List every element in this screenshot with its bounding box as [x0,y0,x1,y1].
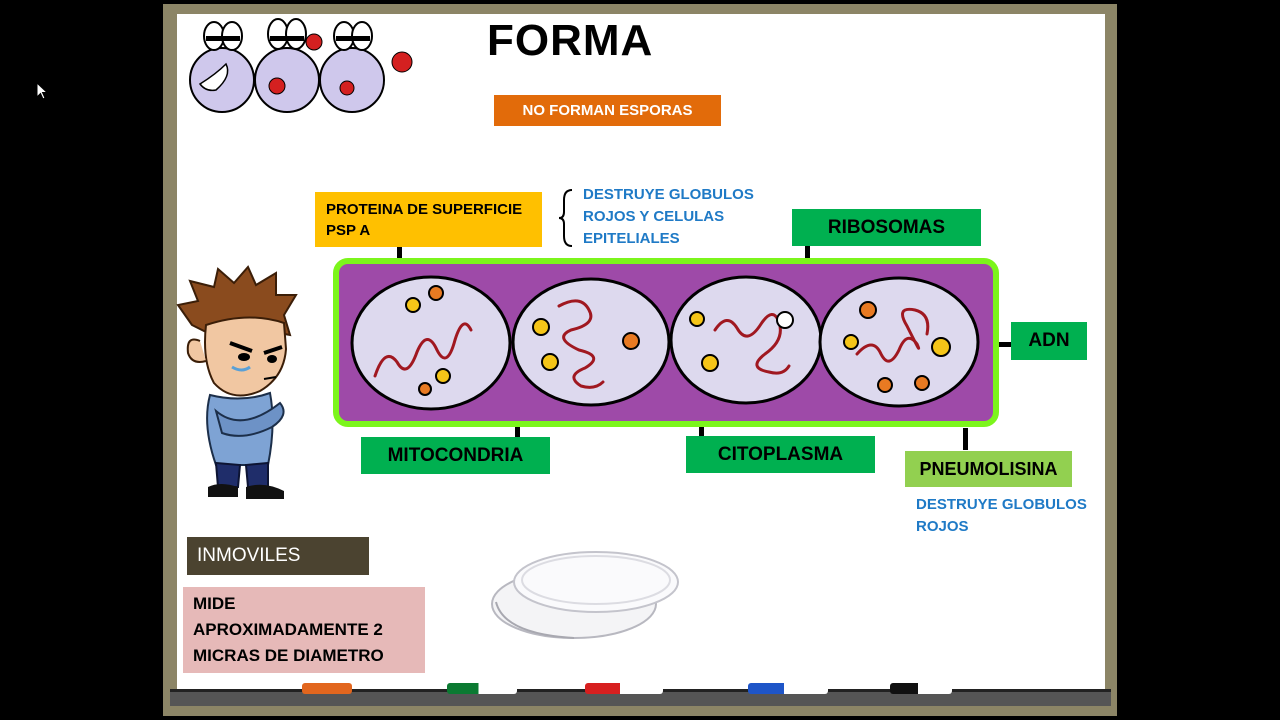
petri-dish-icon [491,551,679,639]
dna-strand [557,299,605,389]
connector-line [699,420,704,440]
page-title: FORMA [487,16,654,65]
connector-line [963,428,968,450]
brace-icon [558,189,573,247]
coccus-cell [350,275,512,411]
marker-icon [447,683,517,694]
marker-icon [585,683,663,694]
connector-line [998,342,1012,347]
marker-icon [748,683,828,694]
marker-icon [890,683,952,694]
adn-label: ADN [1011,322,1087,360]
whiteboard-base [163,703,1117,716]
citoplasma-label: CITOPLASMA [686,436,875,473]
inmoviles-label: INMOVILES [187,537,369,575]
connector-line [397,247,402,267]
proteina-note: DESTRUYE GLOBULOS ROJOS Y CELULAS EPITEL… [583,186,754,247]
connector-line [515,420,520,440]
mide-label: MIDE APROXIMADAMENTE 2 MICRAS DE DIAMETR… [183,587,425,673]
mitocondria-label: MITOCONDRIA [361,437,550,474]
connector-line [805,246,810,268]
pneumolisina-label: PNEUMOLISINA [905,451,1072,487]
coccus-cell [511,277,671,407]
bacteria-chain-diagram [333,258,999,427]
no-forman-esporas-label: NO FORMAN ESPORAS [494,95,721,126]
pneumolisina-note: DESTRUYE GLOBULOS ROJOS [916,496,1087,535]
proteina-superficie-label: PROTEINA DE SUPERFICIE PSP A [315,192,542,247]
thinking-man-icon [176,265,298,499]
coccus-cell [669,275,823,405]
marker-icon [302,683,352,694]
dna-strand [373,322,473,378]
dna-strand [855,307,930,363]
cartoon-cocci-icon [189,18,413,113]
cursor-icon [36,82,49,100]
ribosomas-label: RIBOSOMAS [792,209,981,246]
